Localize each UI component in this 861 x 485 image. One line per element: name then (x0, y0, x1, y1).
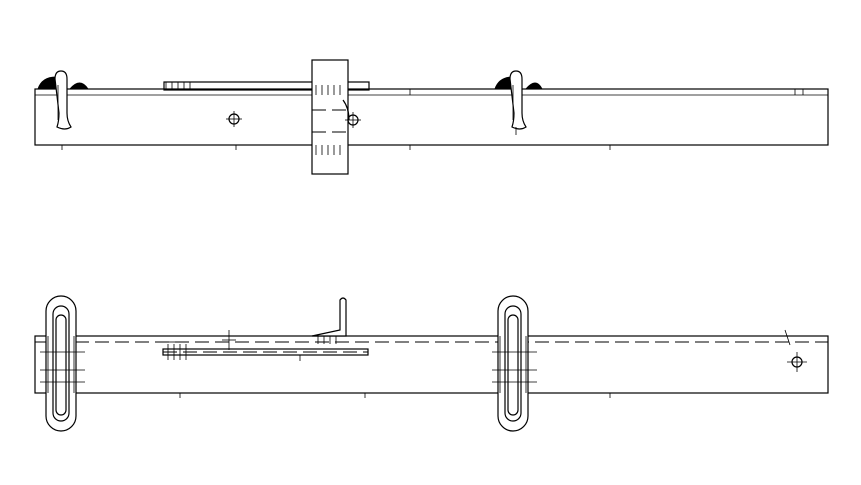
bolt-hole-left (226, 111, 242, 127)
top-plate (163, 81, 370, 91)
top-beam (34, 88, 829, 150)
hook-left (37, 70, 89, 130)
hook-right (494, 70, 543, 135)
chain-link-left (40, 295, 85, 432)
sleeve-clamp (311, 59, 350, 175)
bolt-hole-right (787, 352, 807, 372)
chain-link-right (492, 295, 537, 432)
side-view (34, 295, 829, 432)
hinge-plate (160, 330, 369, 361)
bolt-hole-center (345, 112, 361, 128)
top-view (34, 59, 829, 175)
side-beam (34, 329, 829, 398)
angle-bracket (311, 297, 347, 344)
